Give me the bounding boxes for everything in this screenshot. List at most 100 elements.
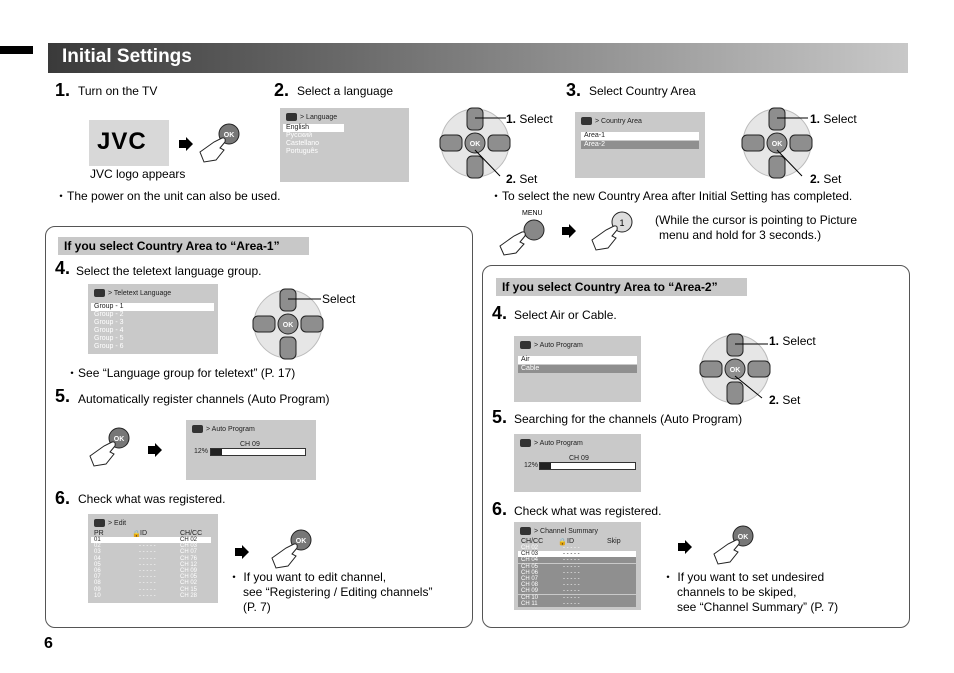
jvc-logo-caption: JVC logo appears (90, 167, 186, 181)
summary-screen-title: > Channel Summary (520, 527, 598, 535)
select-num: 1. (769, 334, 780, 348)
hand-ok-button-icon[interactable]: OK (88, 426, 134, 468)
cell: CH 06 (521, 569, 539, 576)
auto-program-title-text: Auto Program (539, 439, 583, 447)
page-tab-marker (0, 46, 33, 54)
cell: CH 09 (180, 568, 198, 574)
summary-channel-row[interactable]: CH 09- - - - - (518, 588, 636, 595)
ok-label: OK (470, 141, 481, 148)
edit-channel-row[interactable]: 08- - - - -CH 02 (91, 580, 211, 586)
cell: 05 (94, 561, 101, 568)
edit-channel-row[interactable]: 04- - - - -CH 76 (91, 556, 211, 562)
language-screen-title-text: Language (306, 113, 338, 121)
cell: - - - - - (139, 592, 156, 599)
teletext-group-option[interactable]: Group - 6 (94, 343, 124, 350)
summary-channel-row[interactable]: CH 02- - - - - (518, 545, 636, 551)
cell: 04 (94, 555, 101, 562)
language-screen: > Language English Русский Castellano Po… (280, 108, 409, 182)
step2-number: 2. (274, 80, 290, 100)
step3-select-label: 1. Select (810, 112, 857, 127)
channel-label: CH 09 (240, 441, 260, 448)
air-cable-screen-title: > Auto Program (520, 341, 583, 349)
summary-channel-row[interactable]: CH 04- - - - - (518, 557, 636, 564)
edit-channel-row[interactable]: 05 - - - - - CH 12 (91, 562, 211, 568)
cell: CH 08 (521, 582, 539, 589)
teletext-group-option[interactable]: Group - 3 (94, 319, 124, 326)
area2-step6-note: ・ If you want to set undesired channels … (662, 570, 838, 615)
note-line: If you want to edit channel, (243, 570, 387, 584)
note-line: channels to be skiped, (677, 585, 797, 599)
air-cable-option[interactable]: Cable (518, 365, 637, 373)
cell: - - - - - (563, 557, 580, 564)
lock-icon: 🔒 (558, 539, 567, 546)
area2-step5-number: 5. (492, 407, 508, 427)
step2-set-label: 2. Set (506, 172, 537, 187)
language-option[interactable]: Português (286, 148, 318, 155)
teletext-group-option[interactable]: Group - 1 (91, 303, 214, 311)
edit-screen-title-text: Edit (114, 519, 127, 527)
teletext-screen-title-text: Teletext Language (113, 289, 172, 297)
cell: CH 02 (521, 545, 539, 551)
air-cable-option[interactable]: Air (518, 356, 637, 364)
summary-channel-row[interactable]: CH 06 - - - - - (518, 569, 636, 576)
cell: CH 07 (521, 576, 539, 582)
language-option[interactable]: English (283, 124, 344, 132)
cell: CH 05 (180, 574, 198, 581)
tv-icon (192, 425, 203, 433)
language-option[interactable]: Русский (286, 132, 312, 139)
summary-channel-row[interactable]: CH 11 - - - - - (518, 600, 636, 607)
hand-ok-button-icon[interactable]: OK (270, 528, 316, 570)
cell: 07 (94, 574, 101, 581)
dpad-remote-icon[interactable]: OK (738, 104, 816, 182)
summary-channel-row[interactable]: CH 07 - - - - - (518, 576, 636, 582)
edit-channel-row[interactable]: 10- - - - -CH 28 (91, 593, 211, 599)
area2-step5-text: Searching for the channels (Auto Program… (514, 412, 743, 426)
language-option[interactable]: Castellano (286, 140, 320, 147)
dpad-remote-icon[interactable]: OK (696, 330, 774, 408)
cell: CH 12 (180, 561, 198, 568)
dpad-remote-icon[interactable]: OK (436, 104, 514, 182)
note-line: see “Registering / Editing channels” (243, 585, 433, 599)
cell: - - - - - (563, 600, 580, 607)
cell: - - - - - (563, 576, 580, 582)
edit-channel-row[interactable]: 07- - - - -CH 05 (91, 574, 211, 580)
hand-ok-button-icon[interactable]: OK (712, 524, 758, 566)
country-option[interactable]: Area-1 (581, 132, 699, 140)
arrow-right-icon (678, 540, 692, 554)
note-line: see “Channel Summary” (P. 7) (677, 600, 839, 614)
summary-channel-row[interactable]: CH 03- - - - - (518, 551, 636, 558)
summary-channel-row[interactable]: CH 05- - - - - (518, 563, 636, 570)
tv-icon (286, 113, 297, 121)
hand-number-key-icon[interactable]: 1 (590, 210, 636, 252)
edit-channel-row[interactable]: 06- - - - -CH 09 (91, 568, 211, 574)
country-screen-title-text: Country Area (601, 117, 642, 125)
edit-channel-row[interactable]: 03- - - - -CH 07 (91, 549, 211, 555)
cell: CH 09 (521, 588, 539, 595)
tv-icon (581, 117, 592, 125)
country-option[interactable]: Area-2 (581, 141, 699, 149)
hand-ok-button-icon[interactable]: OK (198, 122, 244, 164)
hand-menu-button-icon[interactable] (498, 218, 546, 256)
cell: CH 05 (521, 563, 539, 570)
cell: - - - - - (139, 586, 156, 593)
title-bar: Initial Settings (48, 43, 908, 73)
area2-step4-text: Select Air or Cable. (514, 308, 617, 322)
page-number: 6 (44, 635, 53, 652)
tv-icon (520, 527, 531, 535)
ok-label: OK (114, 436, 125, 443)
area1-step6-number: 6. (55, 488, 71, 508)
edit-channel-row[interactable]: 02- - - - -CH 03 (91, 543, 211, 549)
teletext-group-option[interactable]: Group - 5 (94, 335, 124, 342)
teletext-group-option[interactable]: Group - 2 (94, 311, 124, 318)
summary-channel-row[interactable]: CH 08- - - - - (518, 582, 636, 589)
edit-channel-row[interactable]: 09- - - - -CH 15 (91, 587, 211, 593)
summary-channel-row[interactable]: CH 10- - - - - (518, 594, 636, 601)
select-text: Select (519, 112, 553, 126)
cell: CH 11 (521, 600, 538, 607)
col-header: PR (94, 530, 104, 537)
cell: - - - - - (139, 561, 156, 568)
dpad-remote-icon[interactable]: OK (249, 285, 327, 363)
cell: - - - - - (563, 569, 580, 576)
teletext-group-option[interactable]: Group - 4 (94, 327, 124, 334)
